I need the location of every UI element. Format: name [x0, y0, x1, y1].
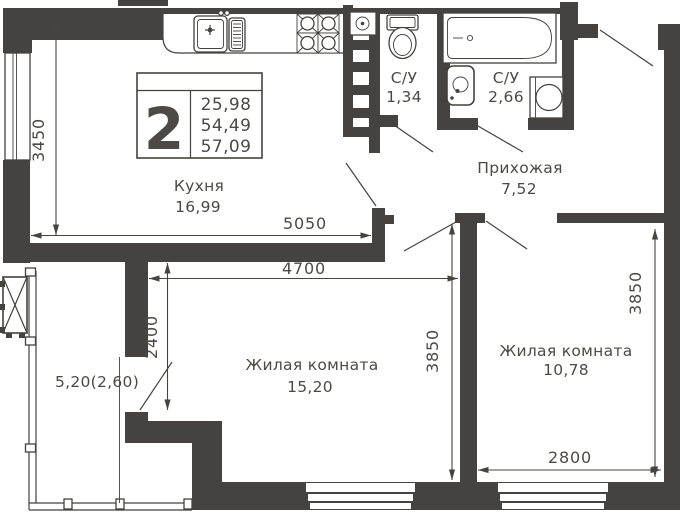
dim-3450: 3450	[29, 118, 48, 162]
bathroom-door-swing	[477, 125, 524, 153]
wc-small-door-swing	[393, 124, 434, 153]
entrance-door-swing	[599, 29, 654, 67]
wc-small-label: С/У	[391, 69, 418, 87]
living-main-area: 15,20	[287, 378, 333, 396]
living-second-door-swing	[485, 220, 528, 250]
kitchen-area: 16,99	[175, 198, 221, 216]
dim-3850-right: 3850	[626, 271, 645, 315]
balcony-glazing	[24, 267, 193, 511]
unit-area-total: 57,09	[201, 137, 252, 157]
kitchen-door-swing	[345, 162, 377, 207]
kitchen-label: Кухня	[174, 177, 224, 195]
bathtub	[442, 12, 557, 64]
electrical-box	[0, 276, 28, 338]
living-second-area: 10,78	[543, 361, 589, 379]
dimension-labels: 3450 5050 2400 4700 3850 3850 2800	[29, 118, 645, 467]
hallway-label: Прихожая	[477, 159, 562, 177]
dim-4700: 4700	[282, 259, 326, 278]
wall-kitchen-living	[3, 243, 385, 262]
living-second-label: Жилая комната	[499, 342, 632, 360]
bathroom-label: С/У	[493, 69, 520, 87]
shaft-fixture	[349, 11, 377, 36]
window-bottom-living-second	[498, 483, 608, 509]
sink-drainer-lines	[233, 23, 241, 46]
wc-small-area: 1,34	[386, 88, 422, 106]
dim-5050: 5050	[283, 214, 327, 233]
walls	[3, 0, 680, 510]
wall-segment	[118, 0, 168, 6]
wall-between-rooms	[460, 223, 477, 482]
unit-info-box: 2 25,98 54,49 57,09	[136, 72, 263, 163]
dim-3850-left: 3850	[423, 329, 442, 373]
living-main-label: Жилая комната	[245, 356, 378, 374]
bathroom-area: 2,66	[488, 88, 524, 106]
dimension-lines	[31, 17, 661, 480]
stove	[296, 13, 340, 54]
dim-2400: 2400	[142, 315, 161, 359]
window-bottom-living-main	[306, 483, 415, 509]
unit-rooms-count: 2	[144, 95, 184, 163]
utility-shaft-ladder	[343, 5, 369, 137]
wall-right	[664, 24, 680, 510]
room-labels: Кухня 16,99 С/У 1,34 С/У 2,66 Прихожая 7…	[55, 69, 632, 396]
hallway-area: 7,52	[501, 180, 537, 198]
toilet	[386, 14, 419, 60]
living-main-door-swing	[403, 221, 457, 252]
door-swings	[139, 29, 654, 411]
unit-area-living: 25,98	[201, 95, 252, 115]
washing-machine	[529, 76, 564, 119]
unit-area-main: 54,49	[201, 116, 252, 136]
wall-bottom	[222, 482, 680, 510]
washbasin	[446, 65, 475, 106]
balcony-area-label: 5,20(2,60)	[55, 373, 139, 391]
dim-2800: 2800	[548, 448, 592, 467]
window-left	[4, 52, 31, 161]
kitchen-sink	[193, 9, 246, 53]
wall-kitchen-east	[369, 14, 380, 153]
kitchen-counter	[162, 14, 343, 54]
